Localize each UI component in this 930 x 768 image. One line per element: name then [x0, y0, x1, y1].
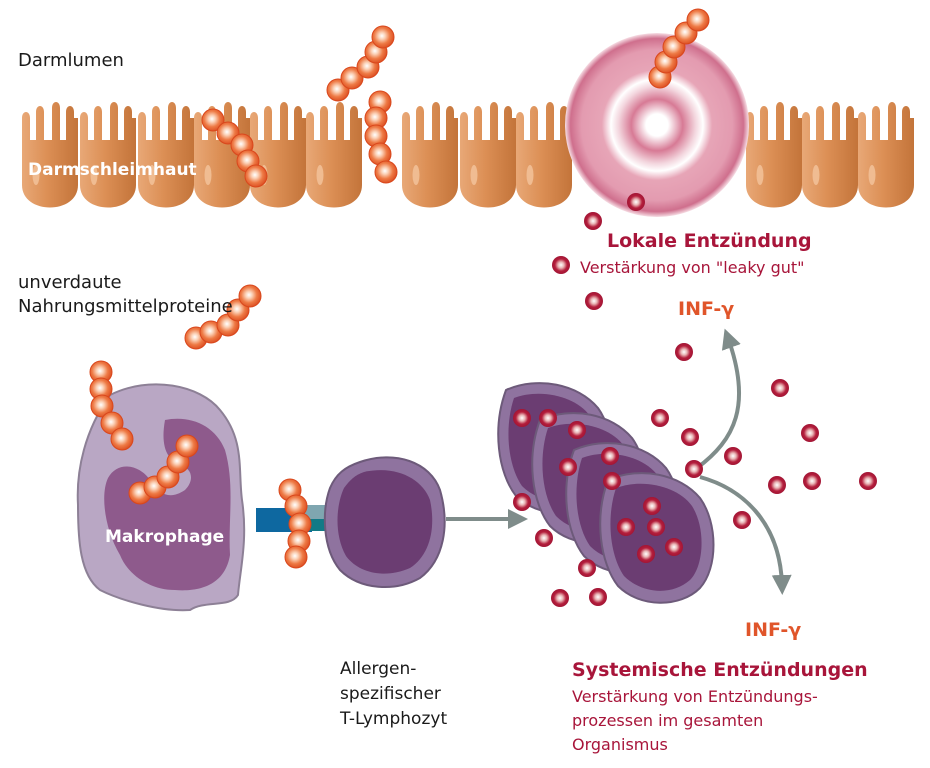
tcell-label-line1: Allergen- [340, 659, 417, 679]
cytokine-dot [733, 511, 751, 529]
protein-chain [184, 284, 262, 350]
cytokine-dot [552, 256, 570, 274]
protein-chain [648, 8, 710, 89]
cytokine-dot [568, 421, 586, 439]
protein-chain [89, 360, 134, 451]
cytokine-dot [627, 193, 645, 211]
epithelial-cell [858, 102, 914, 208]
cytokine-dot [675, 343, 693, 361]
systemic-inflammation-line1: Verstärkung von Entzündungs- [572, 687, 818, 706]
proteins-label-line2: Nahrungsmittelproteine [18, 296, 233, 317]
cell-nucleus [812, 165, 820, 185]
cell-nucleus [470, 165, 478, 185]
systemic-inflammation-line2: prozessen im gesamten [572, 711, 764, 730]
cytokine-dot [643, 497, 661, 515]
epithelial-cell [460, 102, 516, 208]
amino-acid-bead [110, 427, 134, 451]
cell-nucleus [316, 165, 324, 185]
amino-acid-bead [340, 66, 364, 90]
tcell-label-line2: spezifischer [340, 684, 441, 704]
local-inflammation-subtitle: Verstärkung von "leaky gut" [580, 258, 805, 277]
protein-chain [364, 90, 398, 184]
macrophage-label: Makrophage [105, 527, 225, 547]
lumen-label: Darmlumen [18, 50, 124, 71]
mucosa-label: Darmschleimhaut [28, 160, 197, 180]
cytokine-dot [665, 538, 683, 556]
proteins-label-line1: unverdaute [18, 272, 122, 293]
cell-nucleus [526, 165, 534, 185]
epithelial-cell [22, 102, 78, 208]
cytokine-dot [603, 472, 621, 490]
inf-gamma-top-label: INF-γ [678, 298, 735, 320]
cytokine-arrow-up [695, 328, 742, 470]
cytokine-dot [651, 409, 669, 427]
amino-acid-bead [175, 434, 199, 458]
cell-nucleus [90, 165, 98, 185]
inf-gamma-bottom-label: INF-γ [745, 619, 802, 641]
cytokine-dot [801, 424, 819, 442]
cytokine-dot [578, 559, 596, 577]
cytokine-dot [803, 472, 821, 490]
amino-acid-bead [686, 8, 710, 32]
cytokine-dot [551, 589, 569, 607]
t-lymphocyte-cell [323, 456, 446, 588]
cell-nucleus [412, 165, 420, 185]
tcell-clone [599, 472, 715, 604]
cytokine-dot [589, 588, 607, 606]
systemic-inflammation-line3: Organismus [572, 735, 668, 754]
epithelial-cell [802, 102, 858, 208]
epithelial-cell [402, 102, 458, 208]
amino-acid-bead [284, 545, 308, 569]
cytokine-dot [513, 493, 531, 511]
protein-chain [128, 434, 199, 505]
amino-acid-bead [238, 284, 262, 308]
amino-acid-bead [371, 25, 395, 49]
epithelial-cell [306, 102, 362, 208]
local-inflammation-title: Lokale Entzündung [607, 230, 812, 252]
cytokine-dot [681, 428, 699, 446]
cytokine-dot [559, 458, 577, 476]
cytokine-dot [535, 529, 553, 547]
systemic-inflammation-title: Systemische Entzündungen [572, 659, 868, 681]
cell-nucleus [148, 165, 156, 185]
epithelial-cell [250, 102, 306, 208]
cell-nucleus [204, 165, 212, 185]
protein-chains [89, 8, 710, 569]
cytokine-dot [601, 447, 619, 465]
amino-acid-bead [201, 108, 225, 132]
amino-acid-bead [244, 164, 268, 188]
epithelial-cell [516, 102, 572, 208]
protein-chain [278, 478, 312, 569]
cytokine-dot [513, 409, 531, 427]
cytokine-dot [724, 447, 742, 465]
cytokine-particles [513, 193, 877, 607]
cytokine-dot [771, 379, 789, 397]
cytokine-dot [539, 409, 557, 427]
cell-nucleus [868, 165, 876, 185]
cytokine-dot [637, 545, 655, 563]
cytokine-dot [647, 518, 665, 536]
protein-chain [201, 108, 268, 188]
cytokine-dot [768, 476, 786, 494]
cell-nucleus [756, 165, 764, 185]
cytokine-dot [685, 460, 703, 478]
protein-chain [326, 25, 395, 102]
intestinal-epithelium [22, 102, 914, 208]
epithelial-cell [80, 102, 136, 208]
cytokine-dot [617, 518, 635, 536]
amino-acid-bead [374, 160, 398, 184]
local-inflammation-ring [565, 33, 749, 217]
amino-acid-bead [90, 394, 114, 418]
cell-nucleus [32, 165, 40, 185]
cytokine-dot [859, 472, 877, 490]
epithelial-cell [746, 102, 802, 208]
tcell-label-line3: T-Lymphozyt [340, 709, 448, 729]
cytokine-dot [585, 292, 603, 310]
cytokine-dot [584, 212, 602, 230]
epithelial-cell [138, 102, 194, 208]
cytokine-arrow-down [699, 475, 792, 595]
